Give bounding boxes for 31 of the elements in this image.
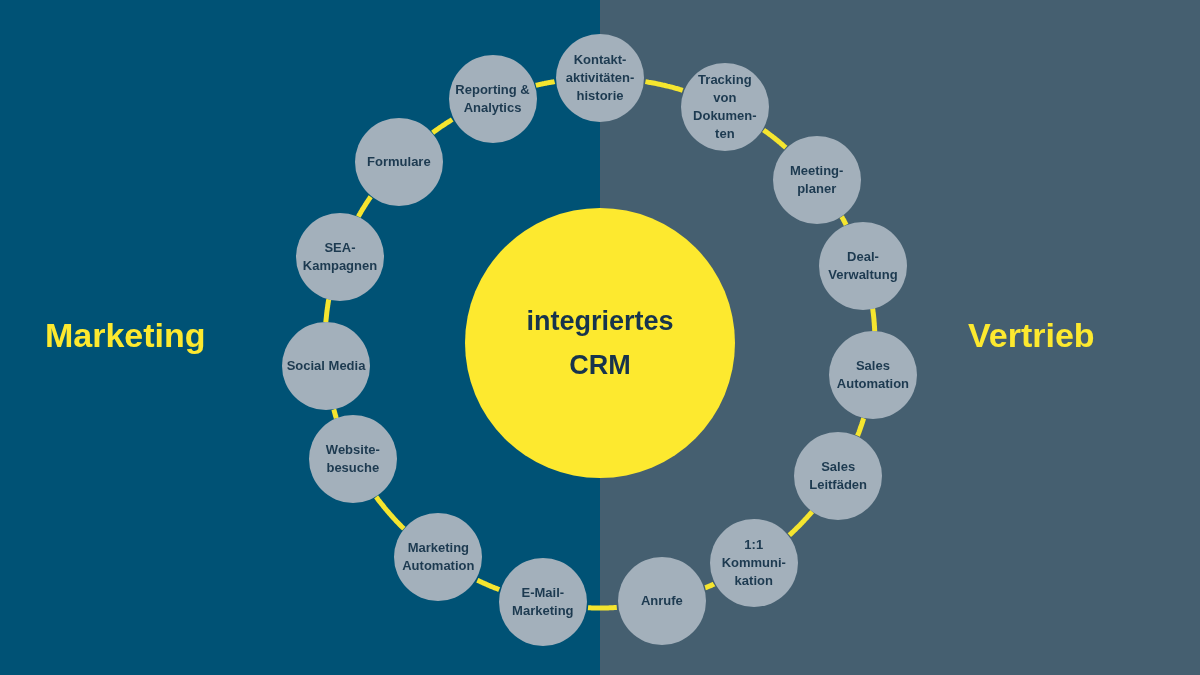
ring-connector	[644, 79, 684, 93]
section-heading: Vertrieb	[968, 315, 1095, 356]
feature-label: Kontakt- aktivitäten- historie	[564, 51, 636, 105]
ring-connector	[430, 117, 454, 135]
ring-connector	[475, 577, 501, 592]
feature-label: Formulare	[367, 153, 431, 172]
feature-label: 1:1 Kommuni- kation	[720, 535, 787, 590]
ring-connector	[356, 195, 373, 219]
ring-connector	[586, 605, 619, 611]
center-label: integriertes CRM	[525, 305, 675, 382]
feature-label: Social Media	[286, 357, 366, 376]
ring-connector	[787, 509, 815, 538]
ring-connector	[839, 214, 849, 227]
ring-connector	[855, 416, 867, 438]
feature-label: Meeting- planer	[788, 161, 845, 198]
ring-connector	[703, 581, 717, 591]
feature-label: Tracking von Dokumen- ten	[692, 70, 758, 143]
feature-label: Website- besuche	[324, 441, 381, 478]
feature-label: Anrufe	[640, 592, 683, 611]
feature-label: SEA- Kampagnen	[301, 238, 379, 275]
ring-connector	[374, 495, 406, 531]
feature-label: Deal- Verwaltung	[827, 247, 899, 284]
ring-connector	[762, 128, 788, 150]
section-heading: Marketing	[45, 315, 206, 356]
feature-label: Reporting & Analytics	[454, 81, 531, 118]
feature-label: Sales Leitfäden	[808, 457, 869, 494]
feature-label: Marketing Automation	[401, 539, 476, 576]
feature-label: Sales Automation	[835, 357, 911, 394]
feature-label: E-Mail- Marketing	[511, 584, 575, 621]
ring-connector	[323, 297, 332, 324]
ring-connector	[534, 79, 557, 88]
